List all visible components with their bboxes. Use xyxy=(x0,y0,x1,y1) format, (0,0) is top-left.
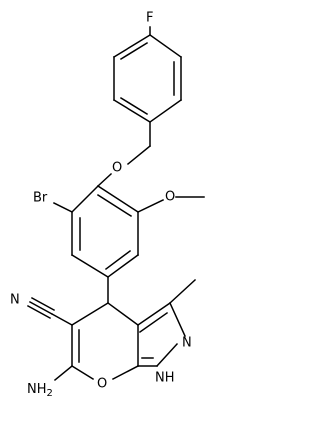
bond xyxy=(70,184,100,214)
atom-label-pyrazole-nh: NH xyxy=(155,371,175,386)
bond-ch2-o xyxy=(126,144,152,166)
bond-c-nh2 xyxy=(53,364,74,382)
bond xyxy=(106,253,140,279)
atom-label-nitrile-nitrogen: N xyxy=(10,293,20,308)
bond xyxy=(148,98,183,124)
pyran-ring xyxy=(70,301,140,381)
amino-subscript: 2 xyxy=(47,388,53,399)
triple-bond-center xyxy=(28,300,54,316)
bond xyxy=(112,33,152,59)
bond-c-br xyxy=(52,201,74,214)
triple-bond-upper xyxy=(30,296,56,312)
bond-c3-n2 xyxy=(169,302,186,337)
double-bond-inner xyxy=(104,249,132,271)
bond xyxy=(70,253,110,279)
atom-label-fluorine: F xyxy=(146,11,153,26)
bond-c-o-methoxy xyxy=(136,198,165,214)
bond-c-cn xyxy=(50,312,74,327)
atom-label-pyrazole-nitrogen: N xyxy=(182,336,192,351)
double-bond-inner xyxy=(119,96,149,116)
atom-label-bromine: Br xyxy=(33,191,48,206)
bond xyxy=(70,364,95,381)
bond xyxy=(112,98,152,124)
bond xyxy=(148,33,183,59)
bond-o-aryl xyxy=(96,172,113,188)
triple-bond-lower xyxy=(26,304,52,320)
fluorophenyl-ring xyxy=(112,33,183,124)
bond-n2-n1 xyxy=(155,342,179,368)
amino-nh: NH xyxy=(27,382,47,397)
pyrazole-ring xyxy=(136,301,186,368)
bond xyxy=(96,184,140,214)
bond xyxy=(111,364,140,381)
atom-label-amino: NH2 xyxy=(27,382,53,399)
atom-label-ring-oxygen: O xyxy=(97,377,107,392)
bond-c3a-c3 xyxy=(136,301,172,327)
double-bond-inner xyxy=(138,311,169,334)
atom-label-methoxy-oxygen: O xyxy=(165,190,175,205)
bond-c3-methyl xyxy=(168,278,197,305)
double-bond-inner xyxy=(96,193,133,218)
bond xyxy=(70,301,110,327)
central-aryl-ring xyxy=(70,184,140,279)
double-bond-inner xyxy=(119,41,149,61)
atom-label-ether-oxygen: O xyxy=(112,161,122,176)
chemical-structure-diagram: F O Br O O N NH2 xyxy=(10,11,205,399)
bond xyxy=(106,301,140,327)
